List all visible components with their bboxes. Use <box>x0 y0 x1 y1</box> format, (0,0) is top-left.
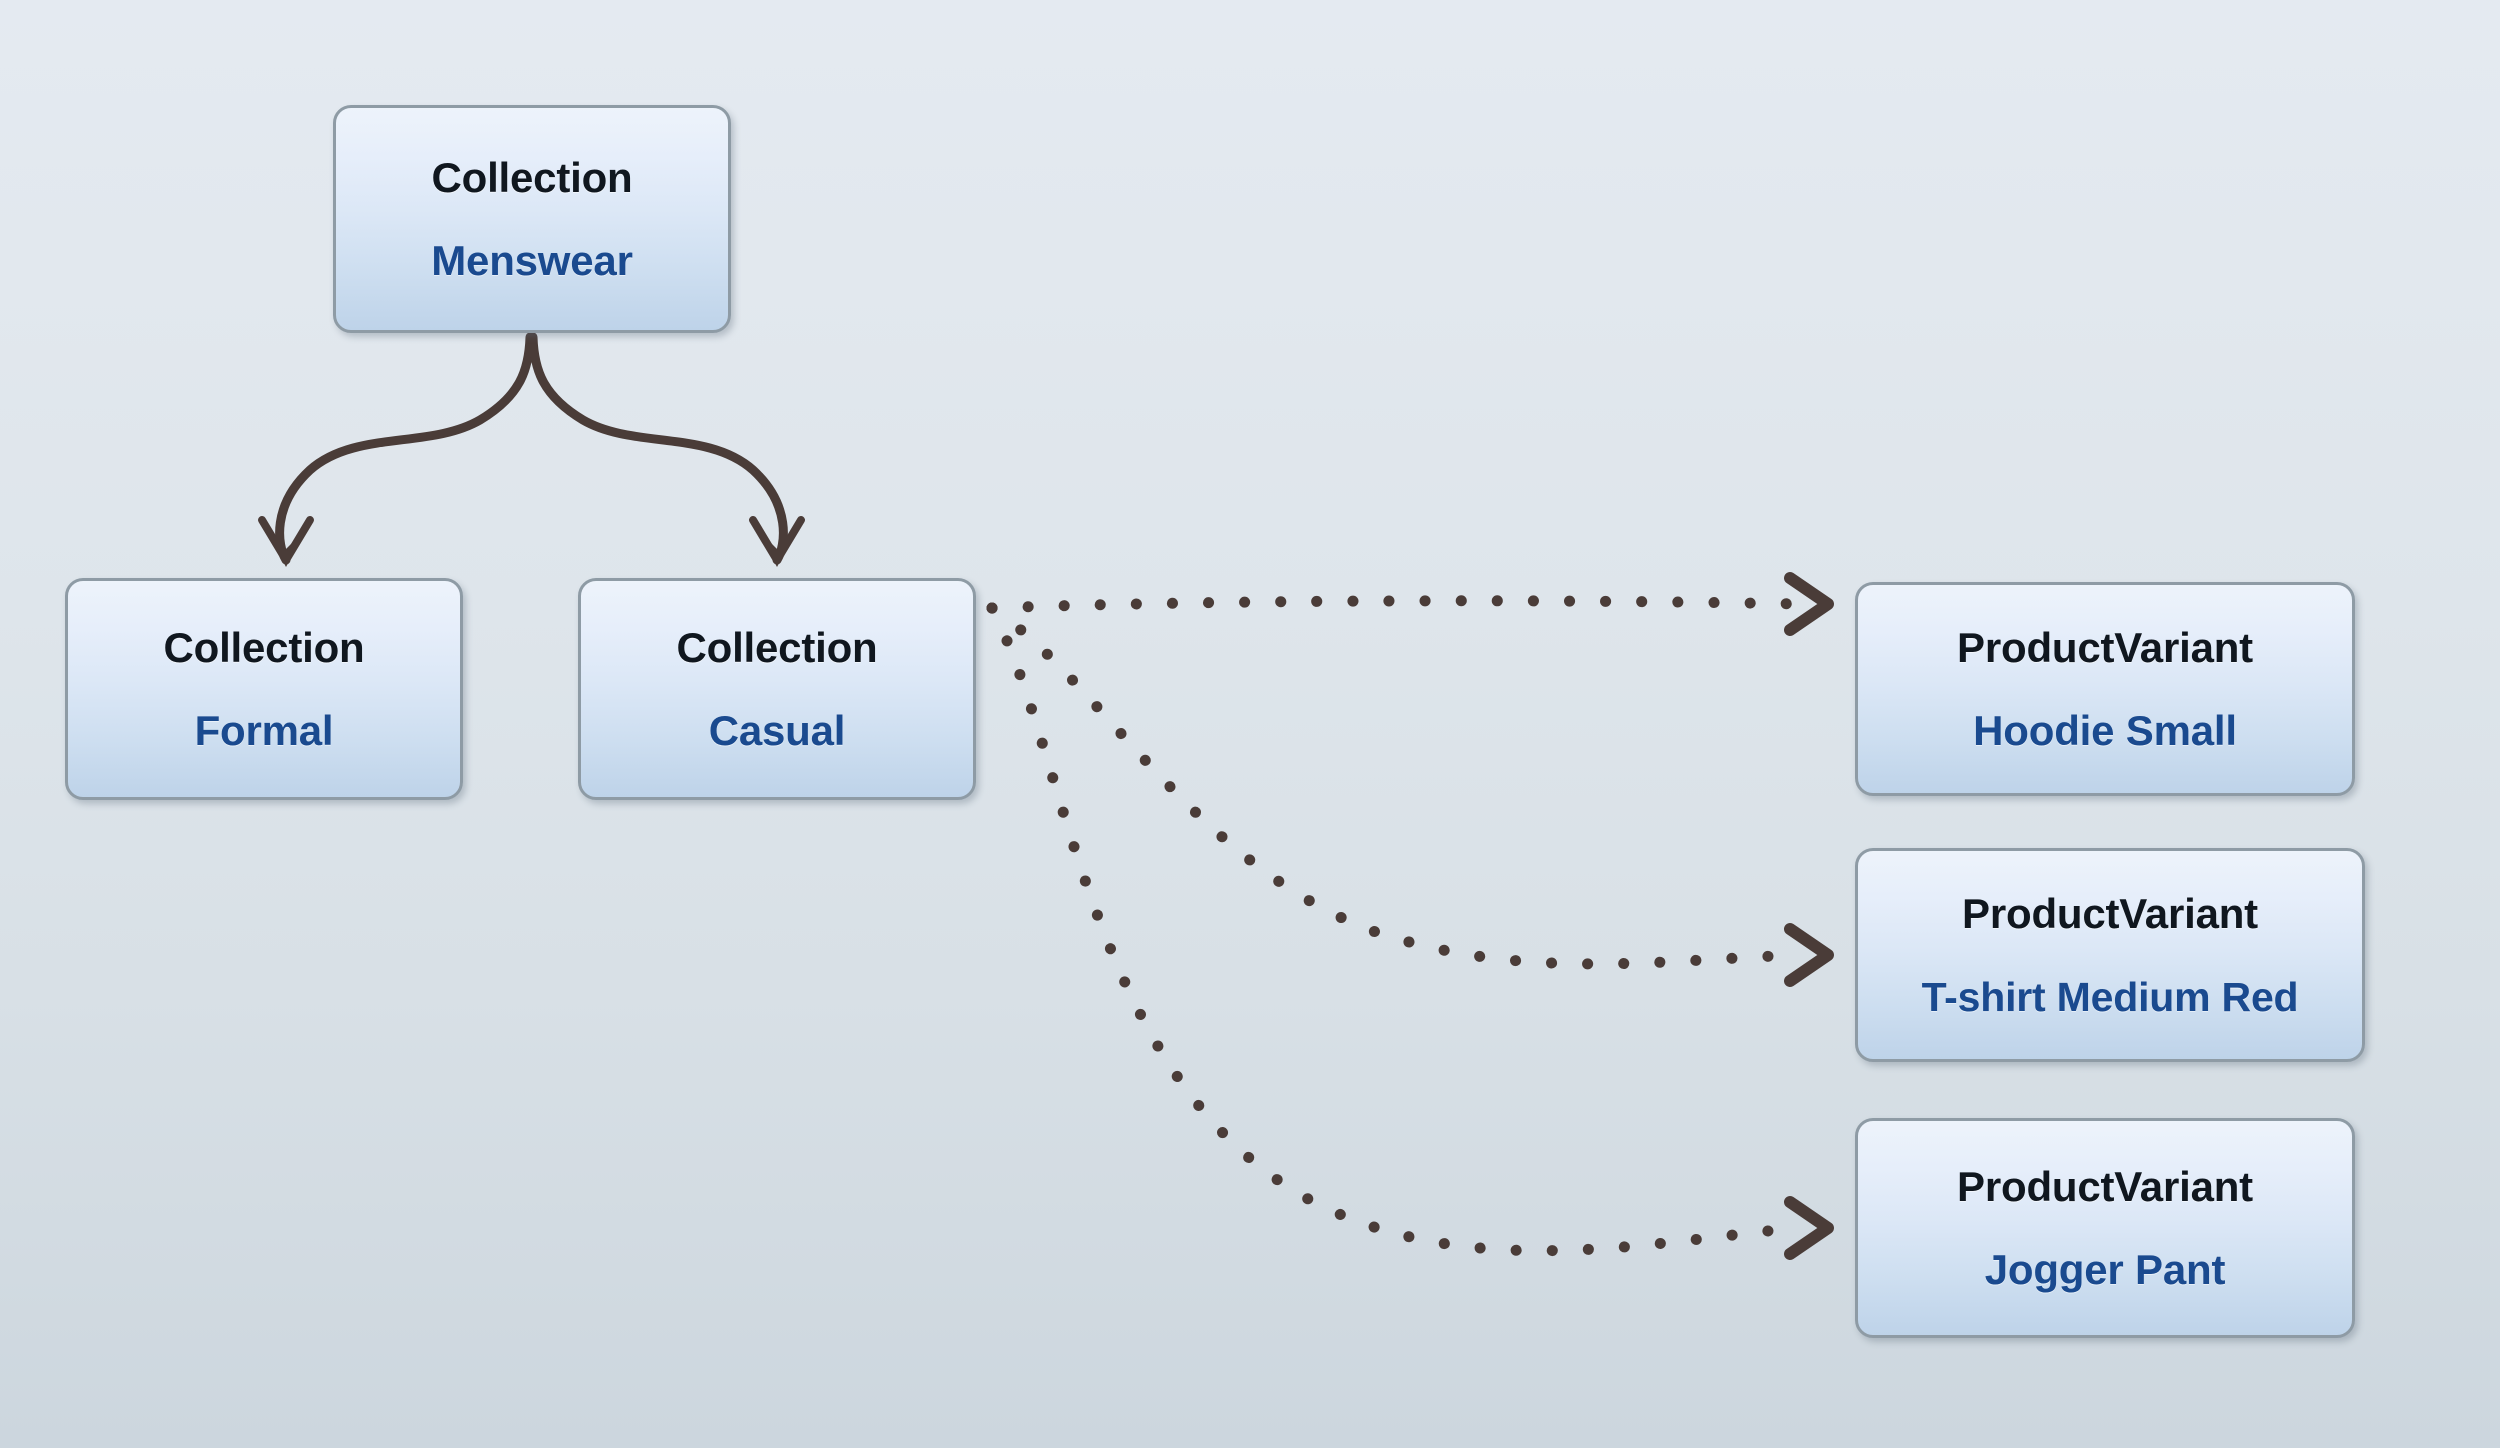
node-productvariant-hoodie-small[interactable]: ProductVariant Hoodie Small <box>1855 582 2355 796</box>
edge-casual-tshirt <box>986 602 1804 970</box>
arrowhead-casual-tshirt <box>1784 923 1834 987</box>
edge-menswear-casual <box>528 332 805 567</box>
node-type-label: ProductVariant <box>1962 890 2258 938</box>
node-name-label: T-shirt Medium Red <box>1921 973 2299 1020</box>
node-collection-formal[interactable]: Collection Formal <box>65 578 463 800</box>
node-type-label: ProductVariant <box>1957 623 2253 671</box>
node-name-label: Formal <box>194 707 334 754</box>
node-name-label: Menswear <box>431 237 633 284</box>
node-productvariant-jogger-pant[interactable]: ProductVariant Jogger Pant <box>1855 1118 2355 1338</box>
node-name-label: Casual <box>708 707 846 754</box>
edge-casual-jogger <box>986 602 1804 1257</box>
edge-menswear-formal <box>258 332 535 567</box>
node-type-label: ProductVariant <box>1957 1162 2253 1210</box>
node-productvariant-tshirt-medium-red[interactable]: ProductVariant T-shirt Medium Red <box>1855 848 2365 1062</box>
node-name-label: Hoodie Small <box>1973 707 2237 754</box>
node-collection-menswear[interactable]: Collection Menswear <box>333 105 731 333</box>
node-type-label: Collection <box>163 623 365 671</box>
node-type-label: Collection <box>431 153 633 201</box>
edge-casual-hoodie <box>986 595 1806 614</box>
node-collection-casual[interactable]: Collection Casual <box>578 578 976 800</box>
arrowhead-casual-hoodie <box>1784 572 1834 636</box>
arrowhead-casual-jogger <box>1784 1196 1834 1260</box>
node-type-label: Collection <box>676 623 878 671</box>
node-name-label: Jogger Pant <box>1984 1246 2226 1293</box>
